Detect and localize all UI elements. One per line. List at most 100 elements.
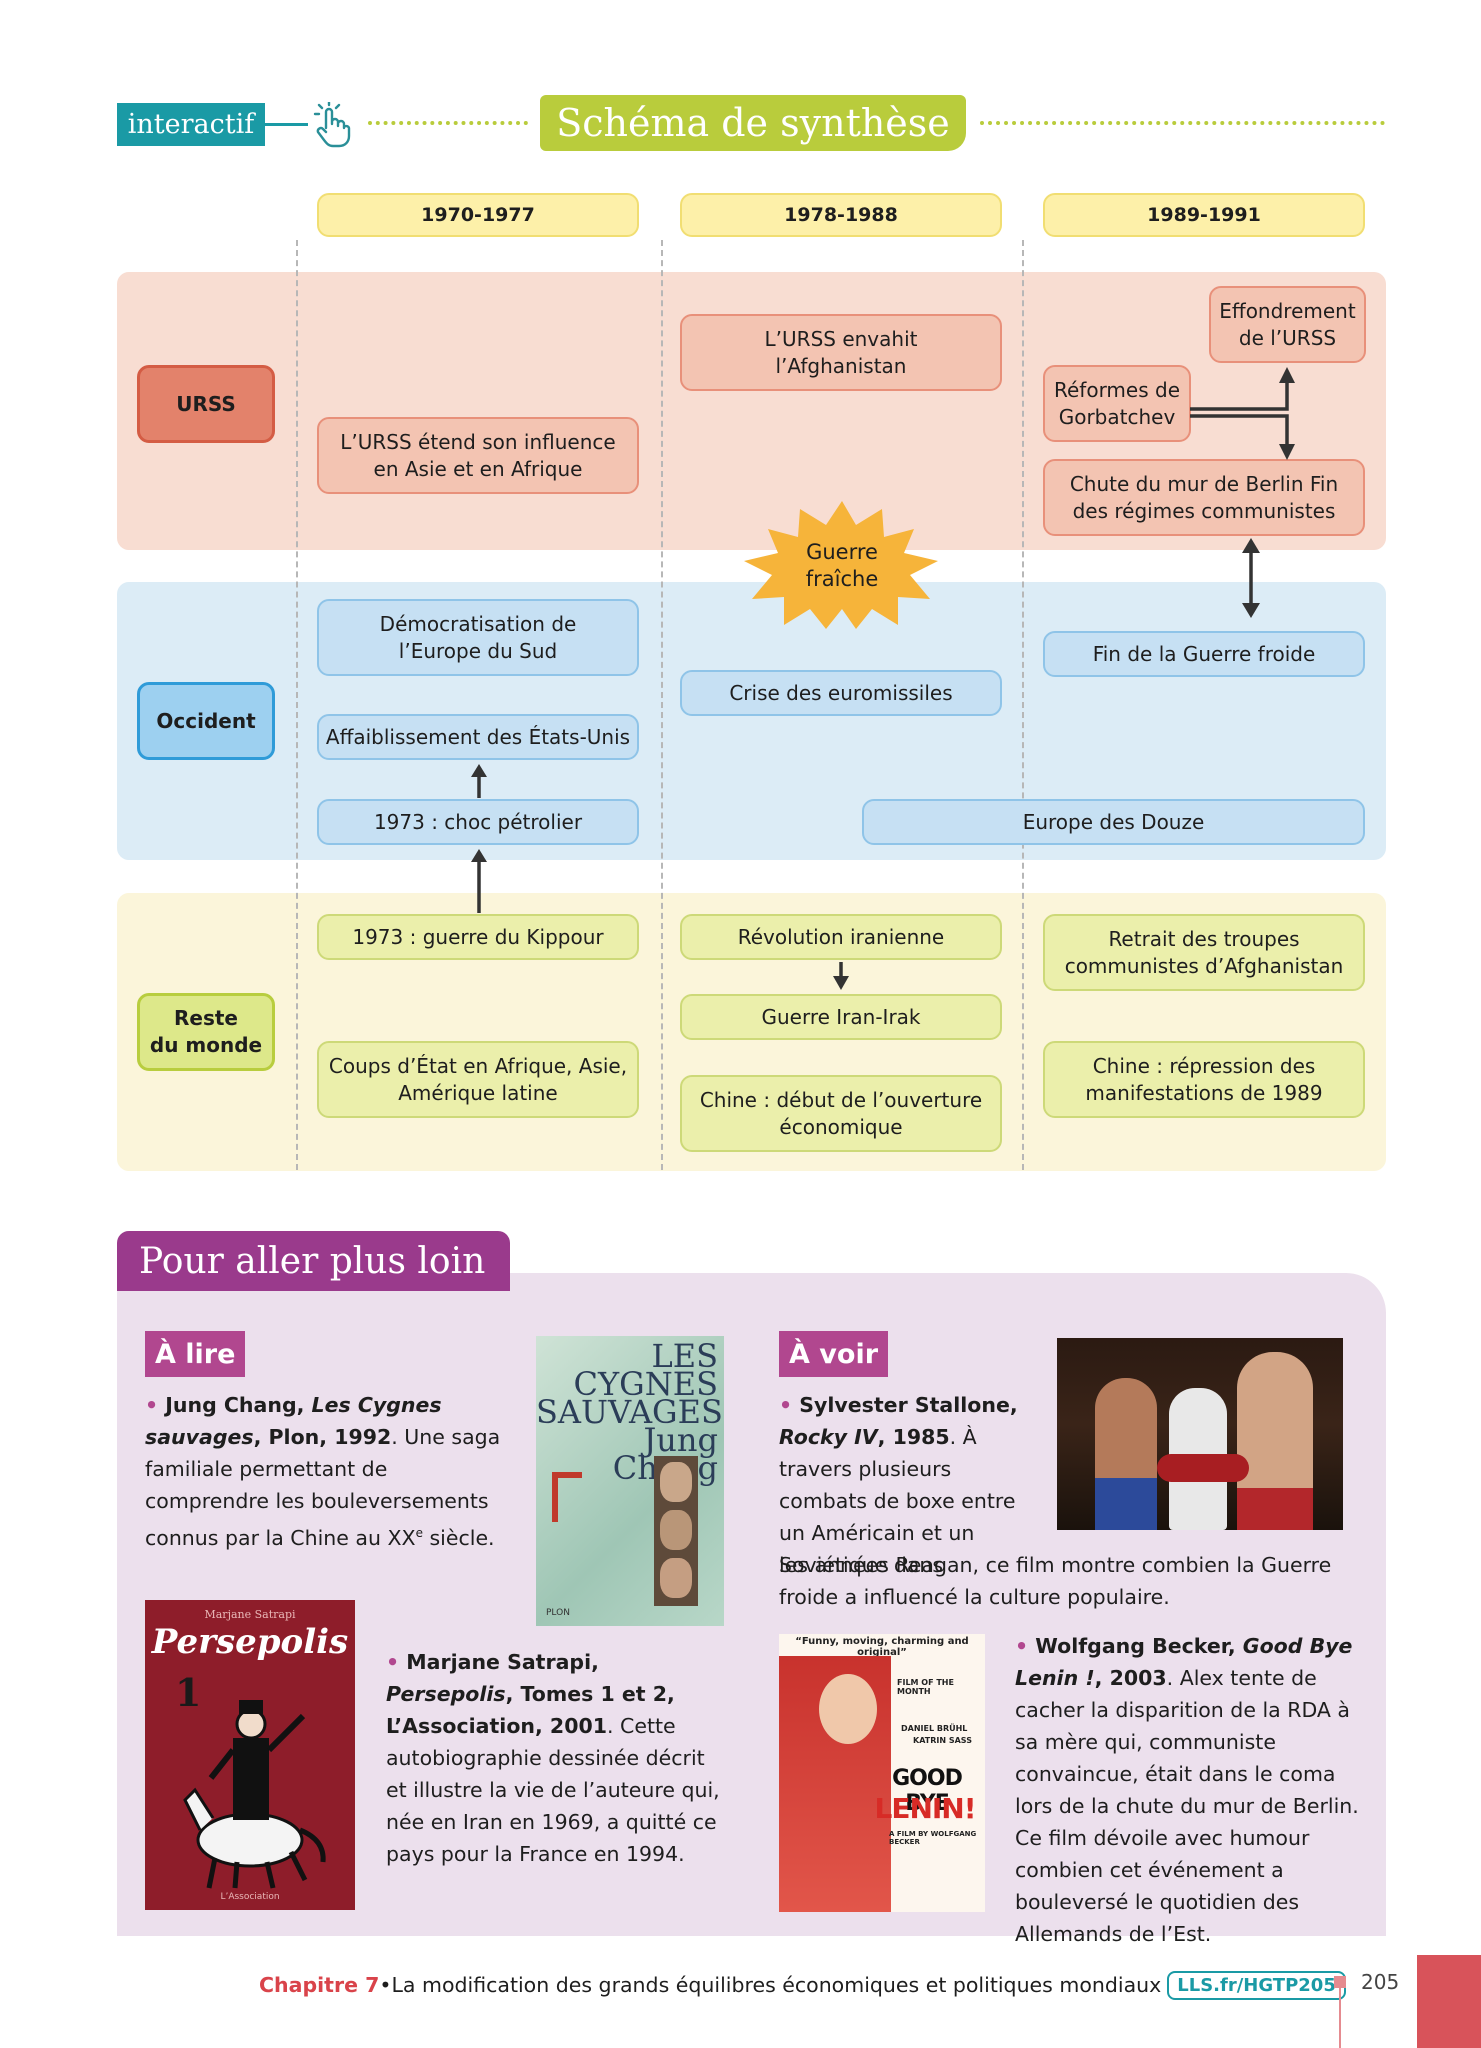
footer-separator: •: [379, 1973, 392, 1997]
a-lire-tag: À lire: [145, 1331, 246, 1377]
film2-year: , 2003: [1094, 1666, 1167, 1690]
touch-hand-icon[interactable]: [311, 102, 353, 148]
footer-chapter-title: La modification des grands équilibres éc…: [391, 1973, 1162, 1997]
poster-actor-1: DANIEL BRÜHL: [901, 1724, 968, 1733]
cover-text-sauvages: SAUVAGES: [536, 1393, 723, 1431]
poster-actor-2: KATRIN SASS: [913, 1736, 972, 1745]
book2-author: Marjane Satrapi,: [406, 1650, 599, 1674]
rocky-iv-still: [1057, 1338, 1343, 1530]
column-separator-3: [1022, 240, 1024, 1170]
badge-connector: [262, 123, 308, 126]
period-header-2: 1978-1988: [680, 193, 1002, 237]
book1-title: Les Cygnes sauvages: [145, 1393, 442, 1449]
box-effondrement: Effondrement de l’URSS: [1209, 286, 1366, 363]
column-separator-2: [661, 240, 663, 1170]
book1-text-end: siècle.: [422, 1525, 495, 1550]
book1-author: Jung Chang,: [165, 1393, 312, 1417]
box-chine-repression: Chine : répression des manifestations de…: [1043, 1041, 1365, 1118]
cover-persepolis-author: Marjane Satrapi: [204, 1608, 296, 1621]
double-arrow: [1242, 538, 1260, 618]
reformes-arrows: [1190, 367, 1295, 460]
cygnes-sauvages-cover: LES CYGNES SAUVAGES Jung Chang PLON: [536, 1336, 724, 1626]
cover-publisher: PLON: [546, 1608, 570, 1618]
box-chute-mur: Chute du mur de Berlin Fin des régimes c…: [1043, 459, 1365, 536]
film1-title: Rocky IV: [779, 1425, 878, 1449]
box-fin-guerre-froide: Fin de la Guerre froide: [1043, 631, 1365, 677]
box-coups-etat: Coups d’État en Afrique, Asie, Amérique …: [317, 1041, 639, 1118]
cover-text-cygnes: CYGNES: [573, 1365, 718, 1403]
book2-text: . Cette autobiographie dessinée décrit e…: [386, 1714, 720, 1866]
horse-rider-illustration: [183, 1700, 326, 1889]
starburst-shape: [744, 501, 938, 629]
box-urss-influence: L’URSS étend son influence en Asie et en…: [317, 417, 639, 494]
cover-persepolis-publisher: L’Association: [220, 1892, 280, 1902]
film2-title: Good Bye Lenin !: [1015, 1634, 1353, 1690]
box-kippour: 1973 : guerre du Kippour: [317, 914, 639, 960]
film1-director: Sylvester Stallone,: [799, 1393, 1018, 1417]
box-europe-douze: Europe des Douze: [862, 799, 1365, 845]
schema-title: Schéma de synthèse: [540, 95, 966, 151]
further-title: Pour aller plus loin: [117, 1231, 510, 1291]
box-chine-ouverture: Chine : début de l’ouverture économique: [680, 1075, 1002, 1152]
poster-face: [819, 1674, 877, 1744]
good-bye-lenin-poster: “Funny, moving, charming and original” F…: [779, 1634, 985, 1912]
poster-title-1: GOOD BYE: [892, 1766, 963, 1816]
arrow-revolution-to-iran-irak: [833, 962, 849, 990]
film1-year: , 1985: [877, 1425, 950, 1449]
poster-award: FILM OF THE MONTH: [897, 1678, 954, 1696]
book2-publisher: , Tomes 1 et 2, L’Association, 2001: [386, 1682, 675, 1738]
bullet: •: [145, 1393, 166, 1417]
page-corner-tab: [1417, 1955, 1481, 2048]
box-revolution-iranienne: Révolution iranienne: [680, 914, 1002, 960]
box-democratisation: Démocratisation de l’Europe du Sud: [317, 599, 639, 676]
box-guerre-iran-irak: Guerre Iran-Irak: [680, 994, 1002, 1040]
portrait-1: [660, 1462, 692, 1502]
book1-publisher: , Plon, 1992: [253, 1425, 392, 1449]
footer-link[interactable]: LLS.fr/HGTP205: [1167, 1970, 1346, 2000]
book1-description: • Jung Chang, Les Cygnes sauvages, Plon,…: [145, 1389, 515, 1554]
book2-title: Persepolis: [386, 1682, 506, 1706]
box-euromissiles: Crise des euromissiles: [680, 670, 1002, 716]
arrow-kippour-to-choc: [471, 849, 487, 913]
row-label-occident: Occident: [137, 682, 275, 760]
boxing-gloves: [1157, 1454, 1249, 1482]
row-label-world-line1: Reste: [174, 1006, 238, 1030]
guerre-fraiche-label: Guerre fraîche: [805, 539, 879, 591]
page-number: 205: [1361, 1970, 1400, 1994]
portrait-2: [660, 1510, 692, 1550]
poster-quote: “Funny, moving, charming and original”: [795, 1636, 969, 1658]
cover-persepolis-title: Persepolis: [151, 1622, 349, 1662]
footer-chapter: Chapitre 7: [259, 1973, 380, 1997]
film1-description: • Sylvester Stallone, Rocky IV, 1985. À …: [779, 1389, 1039, 1581]
book1-text: . Une saga familiale permettant de compr…: [145, 1425, 501, 1550]
film2-description: • Wolfgang Becker, Good Bye Lenin !, 200…: [1015, 1630, 1365, 1950]
poster-title-2: LENIN!: [874, 1792, 976, 1825]
title-dots-right: [980, 121, 1385, 125]
cover-persepolis-number: 1: [175, 1670, 202, 1715]
bullet: •: [779, 1393, 800, 1417]
film1-description-cont: les années Reagan, ce film montre combie…: [779, 1553, 1332, 1609]
persepolis-cover: Marjane Satrapi Persepolis 1 L’Associati…: [145, 1600, 355, 1910]
a-voir-tag: À voir: [779, 1331, 889, 1377]
arrow-choc-to-affaiblissement: [471, 764, 487, 798]
book2-description: • Marjane Satrapi, Persepolis, Tomes 1 e…: [386, 1646, 731, 1870]
title-dots-left: [368, 121, 528, 125]
row-label-urss: URSS: [137, 365, 275, 443]
footer-vertical-line: [1339, 1988, 1341, 2048]
box-choc-petrolier: 1973 : choc pétrolier: [317, 799, 639, 845]
bullet: •: [386, 1650, 407, 1674]
box-urss-afghanistan: L’URSS envahit l’Afghanistan: [680, 314, 1002, 391]
period-header-3: 1989-1991: [1043, 193, 1365, 237]
period-header-1: 1970-1977: [317, 193, 639, 237]
book1-sup: e: [415, 1526, 423, 1540]
poster-credit: A FILM BY WOLFGANG BECKER: [889, 1830, 977, 1846]
film2-director: Wolfgang Becker,: [1035, 1634, 1243, 1658]
row-label-world: Reste du monde: [137, 993, 275, 1071]
cover-text-les: LES: [651, 1337, 718, 1375]
footer-square-marker: [1334, 1976, 1346, 1988]
cover-chinese-glyph: [552, 1472, 582, 1522]
box-retrait-troupes: Retrait des troupes communistes d’Afghan…: [1043, 914, 1365, 991]
box-affaiblissement: Affaiblissement des États-Unis: [317, 714, 639, 760]
box-reformes-gorbatchev: Réformes de Gorbatchev: [1043, 365, 1191, 442]
interactif-badge[interactable]: interactif: [117, 103, 265, 146]
